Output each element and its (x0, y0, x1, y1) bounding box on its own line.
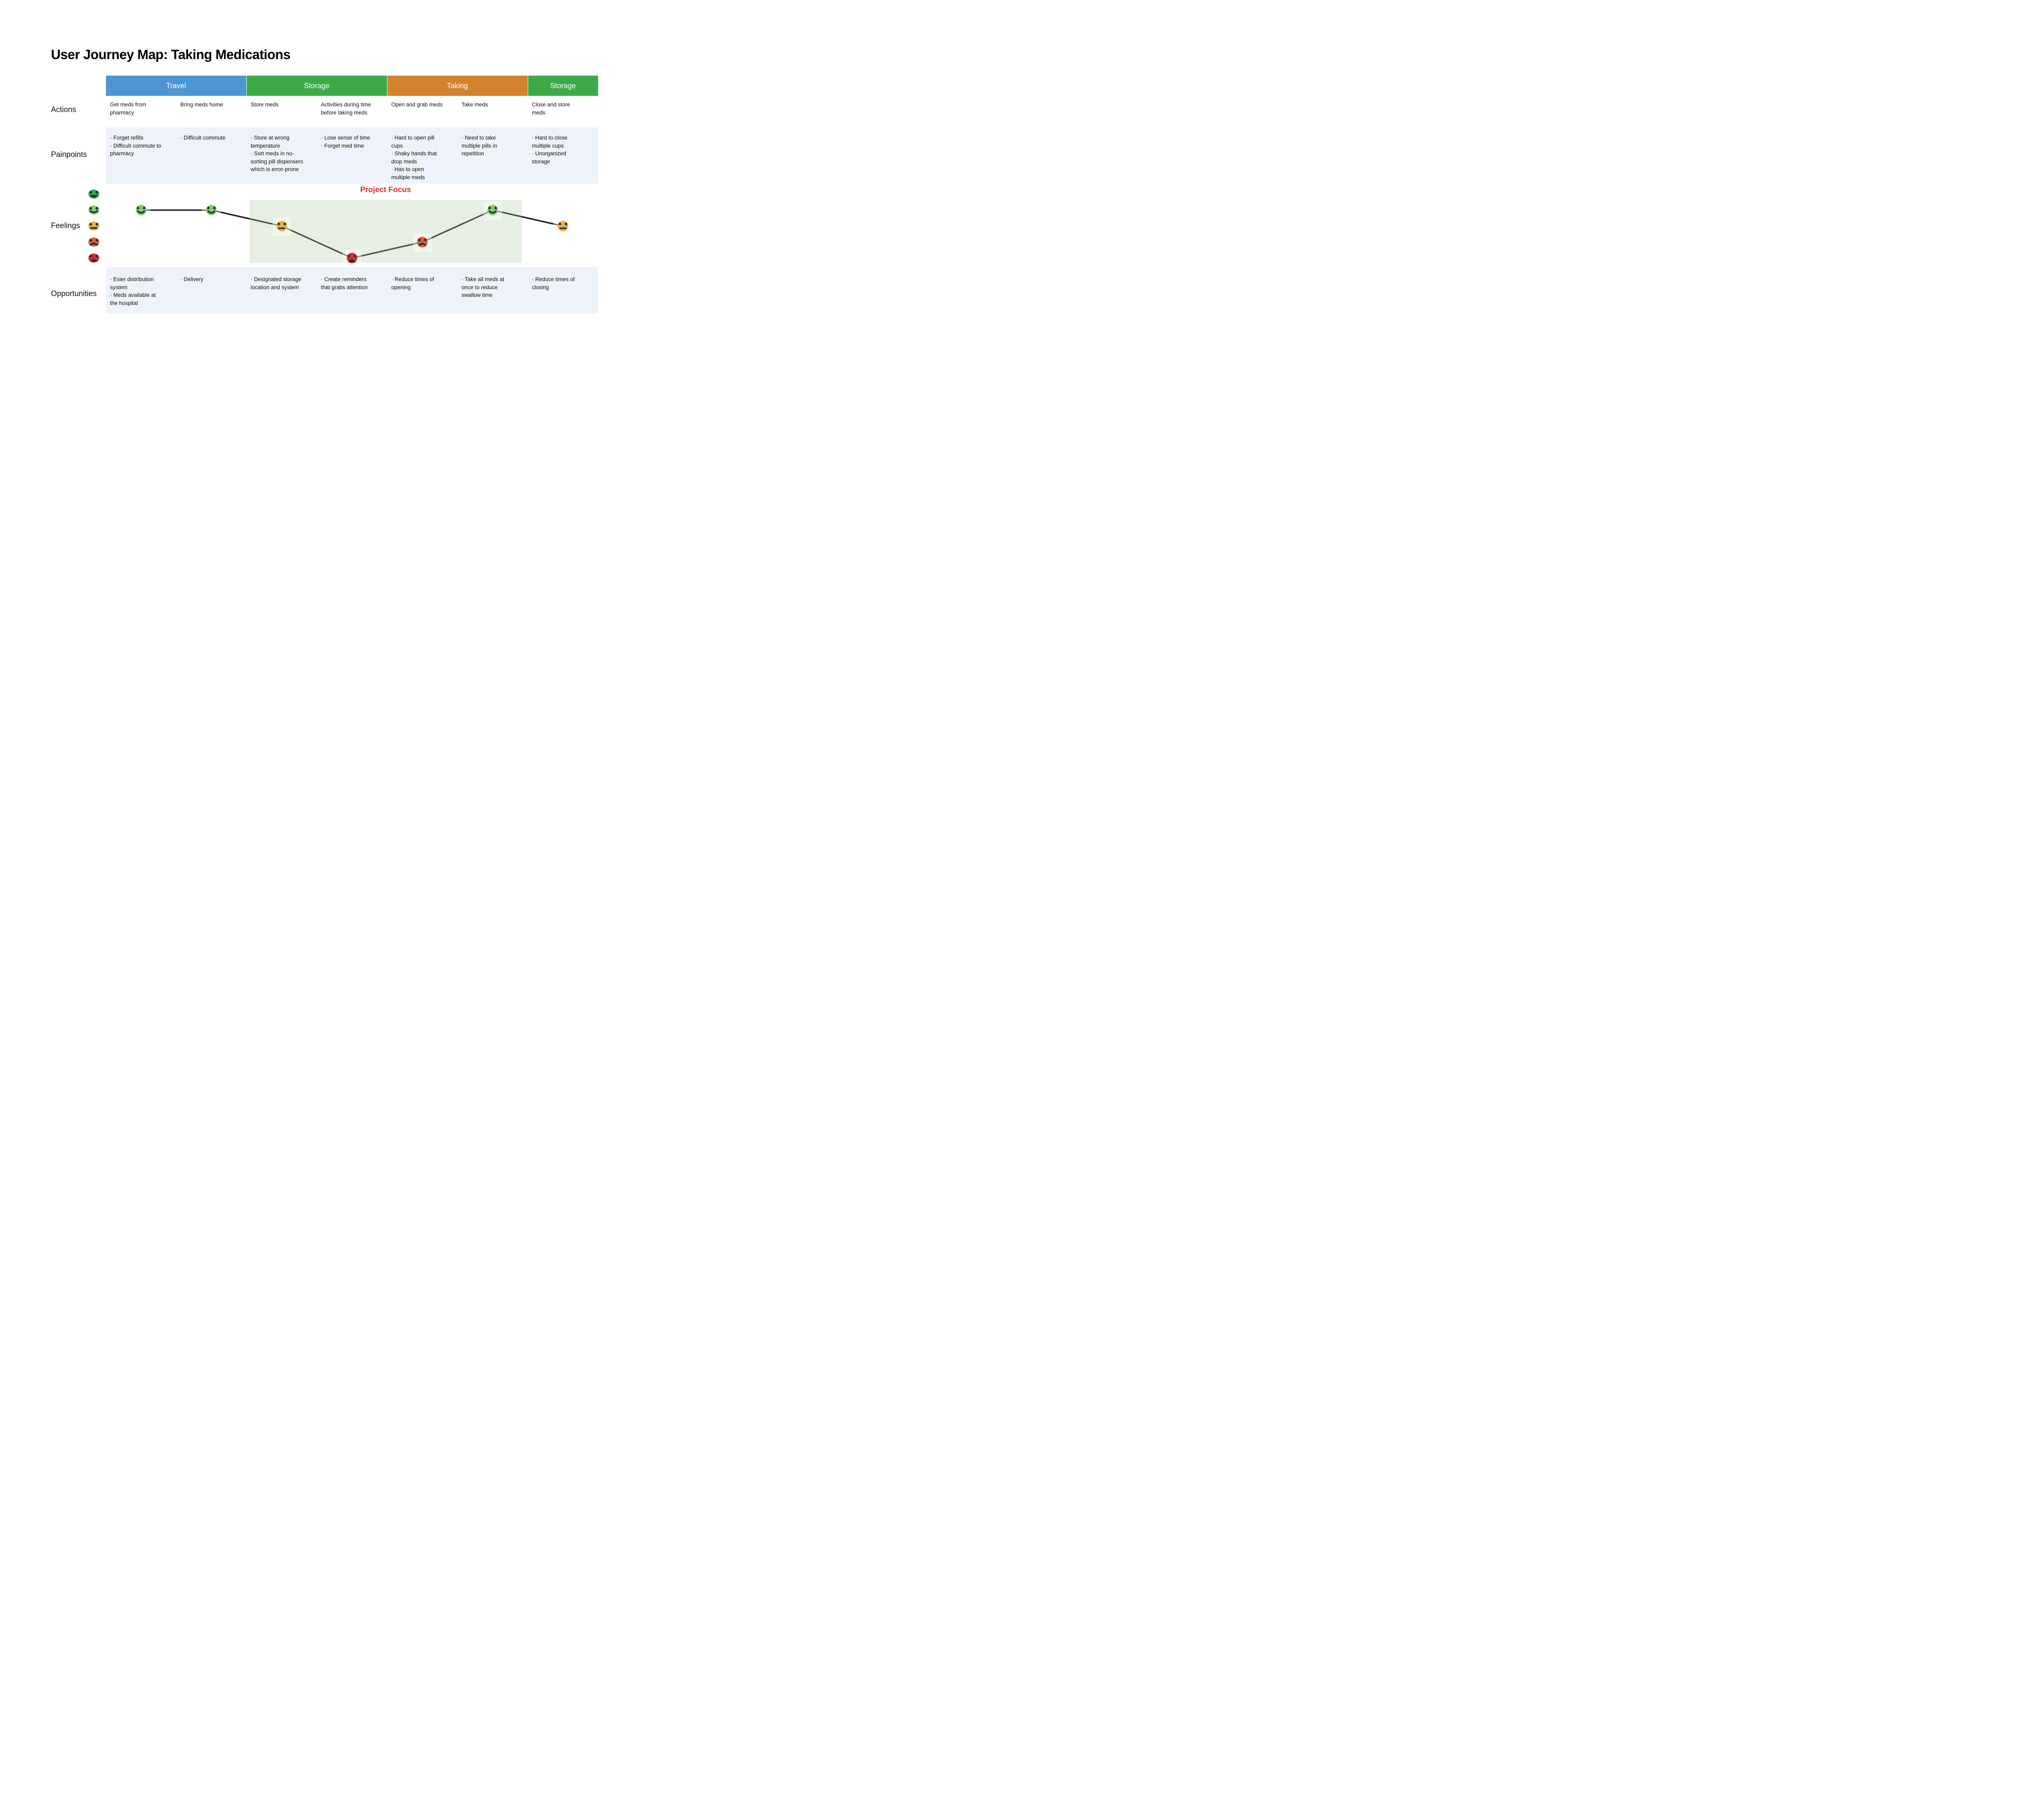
list-item: · Reduce times of opening (391, 276, 434, 290)
phase-storage-2: Storage (528, 76, 598, 96)
list-item: · Unorganized storage (532, 150, 566, 165)
row-label-painpoints: Painpoints (51, 150, 87, 159)
row-label-opportunities: Opportunities (51, 290, 97, 298)
phase-storage-1: Storage (246, 76, 387, 96)
list-item: · Forget refills (110, 135, 144, 141)
opportunities-cell: · Reduce times of opening (387, 275, 457, 313)
scale-happy-icon (88, 205, 99, 215)
feeling-neutral-icon (276, 221, 287, 231)
opportunities-cell: · Esier distribution system · Meds availa… (106, 275, 176, 313)
project-focus-label: Project Focus (360, 186, 411, 194)
opportunities-cell: · Designated storage location and system (247, 275, 317, 313)
opportunities-cell: · Reduce times of closing (528, 275, 598, 313)
feeling-happy-icon (135, 205, 146, 216)
list-item: · Reduce times of closing (532, 276, 575, 290)
list-item: · Meds available at the hospital (110, 292, 156, 306)
row-label-actions: Actions (51, 106, 76, 114)
feeling-happy-icon (206, 205, 217, 216)
feelings-chart (88, 189, 573, 268)
action-cell: Store meds (250, 102, 279, 108)
phase-travel: Travel (106, 76, 247, 96)
list-item: · Shaky hands that drop meds (391, 150, 437, 165)
list-item: · Designated storage location and system (250, 276, 302, 290)
list-item: · Hard to open pill cups (391, 135, 434, 149)
painpoints-cell: · Hard to open pill cups· Shaky hands th… (387, 134, 457, 184)
page-title: User Journey Map: Taking Medications (51, 47, 291, 62)
action-cell: Activities during time before taking med… (321, 102, 371, 116)
opportunities-cell: · Create reminders that grabs attention (317, 275, 387, 313)
list-item: · Hard to close multiple cups (532, 135, 567, 149)
action-cell: Open and grab meds (391, 102, 443, 108)
list-item: · Delivery (180, 276, 203, 282)
list-item: · Esier distribution system (110, 276, 154, 290)
list-item: · Lose sense of time (321, 135, 370, 141)
painpoints-cell: · Hard to close multiple cups· Unorganiz… (528, 134, 598, 184)
painpoints-cell: · Need to take multiple pills in repetit… (457, 134, 528, 184)
list-item: · Difficult commute (180, 135, 226, 141)
action-cell: Close and store meds (532, 102, 570, 116)
list-item: · Has to open multiple meds (391, 166, 425, 180)
scale-sad-icon (88, 237, 99, 247)
list-item: · Create reminders that grabs attention (321, 276, 368, 290)
actions-row: Get meds from pharmacy Bring meds home S… (106, 96, 598, 127)
painpoints-cell: · Lose sense of time· Forget med time (317, 134, 387, 184)
list-item: · Sort meds in no-sorting pill dispenser… (250, 150, 303, 173)
project-focus-area (250, 200, 522, 263)
action-cell: Take meds (461, 102, 488, 108)
list-item: · Difficult commute to pharmacy (110, 142, 161, 157)
opportunities-cell: · Delivery (176, 275, 247, 313)
row-label-feelings: Feelings (51, 222, 80, 230)
list-item: · Need to take multiple pills in repetit… (461, 135, 497, 157)
painpoints-cell: · Store at wrong temperature· Sort meds … (247, 134, 317, 184)
scale-very-happy-icon (88, 189, 99, 199)
list-item: · Store at wrong temperature (250, 135, 290, 149)
painpoints-row: · Forget refills· Difficult commute to p… (106, 127, 598, 184)
phase-taking: Taking (387, 76, 528, 96)
feeling-happy-icon (487, 205, 498, 216)
feeling-sad-icon (417, 237, 428, 248)
action-cell: Bring meds home (180, 102, 223, 108)
painpoints-cell: · Forget refills· Difficult commute to p… (106, 134, 176, 184)
opportunities-row: · Esier distribution system · Meds availa… (106, 267, 598, 313)
list-item: · Forget med time (321, 142, 364, 149)
phase-header-row: Travel Storage Taking Storage (106, 76, 598, 96)
feeling-neutral-icon (558, 221, 569, 231)
user-journey-map: User Journey Map: Taking Medications Tra… (0, 0, 647, 364)
scale-neutral-icon (88, 221, 99, 231)
painpoints-cell: · Difficult commute (176, 134, 247, 184)
scale-very-sad-icon (88, 253, 99, 263)
opportunities-cell: · Take all meds at once to reduce swallo… (457, 275, 528, 313)
action-cell: Get meds from pharmacy (110, 102, 146, 116)
list-item: · Take all meds at once to reduce swallo… (461, 276, 504, 298)
feeling-very-sad-icon (347, 253, 357, 263)
